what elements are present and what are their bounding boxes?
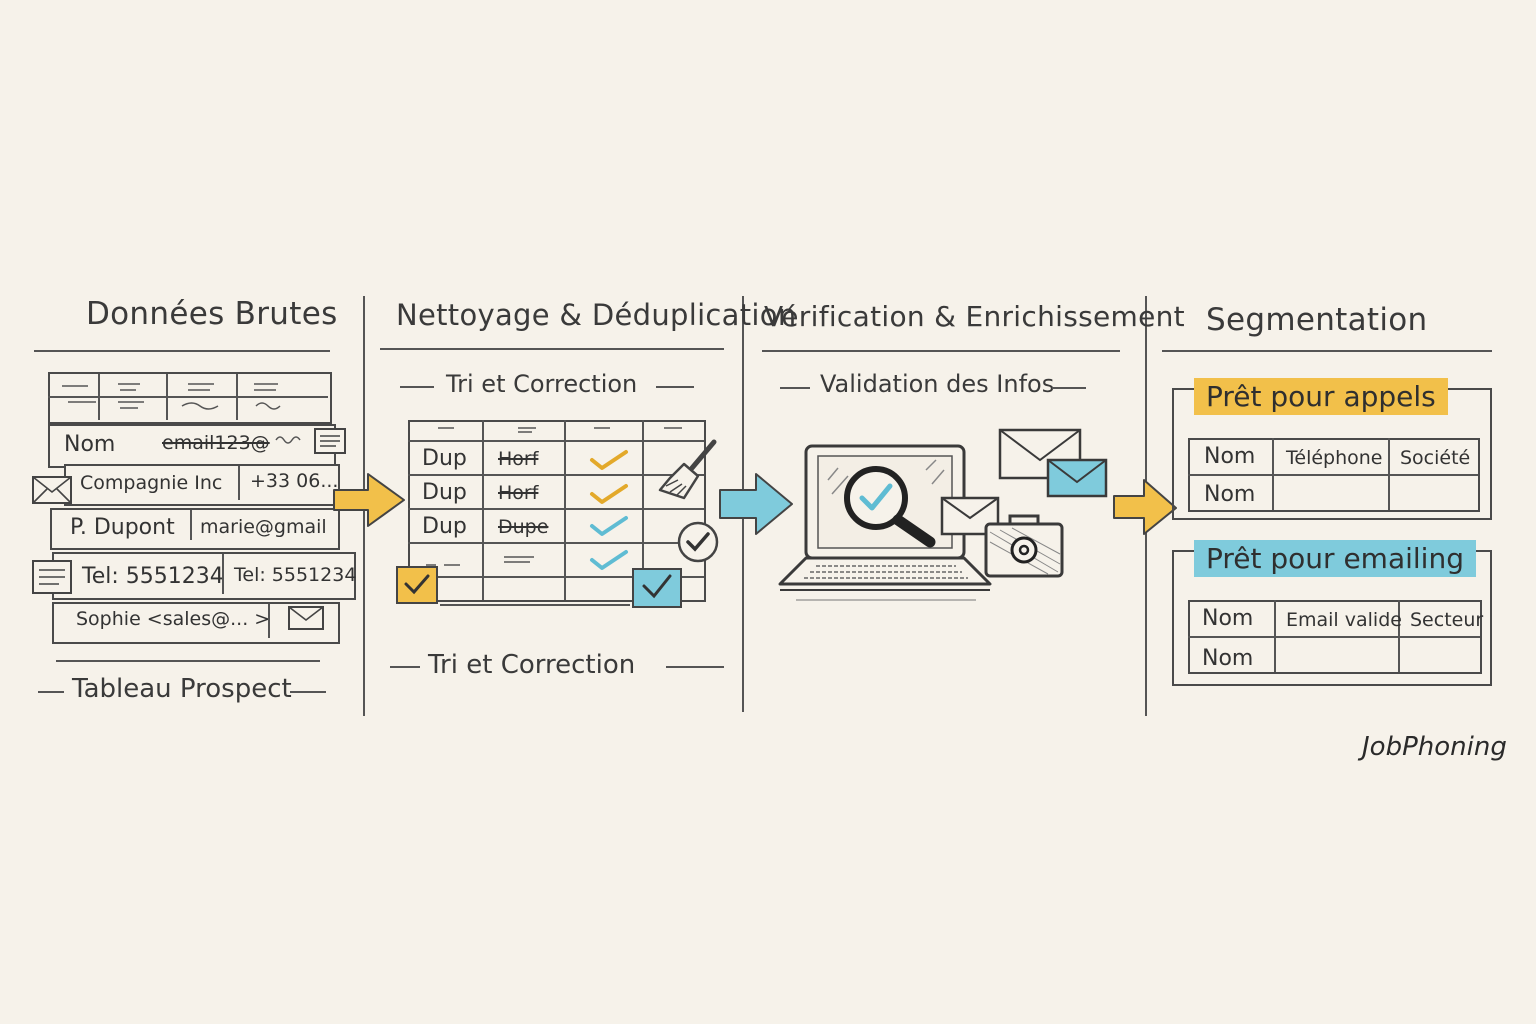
raw-data-caption: Tableau Prospect — [72, 674, 292, 704]
column-title-raw-data: Données Brutes — [86, 296, 338, 332]
raw-row3-email: marie@gmail — [200, 516, 327, 538]
grid-line — [1188, 474, 1478, 476]
label-dash-left — [390, 666, 420, 668]
scribble-mark — [275, 436, 301, 444]
note-icon — [314, 428, 346, 454]
segment-emailing-tag: Prêt pour emailing — [1194, 540, 1476, 577]
broom-icon — [658, 439, 717, 500]
briefcase-at-icon — [984, 514, 1064, 578]
grid-line — [408, 576, 704, 578]
label-dash-right — [666, 666, 724, 668]
grid-line — [190, 510, 192, 540]
segment-emailing-cell: Nom — [1202, 646, 1254, 671]
scribble-header-marks — [438, 427, 682, 433]
label-dash-right — [1052, 387, 1086, 389]
title-underline — [762, 350, 1120, 352]
note-icon — [32, 560, 72, 594]
grid-line — [1274, 600, 1276, 672]
grid-line — [642, 420, 644, 600]
brand-logo: JobPhoning — [1362, 732, 1507, 762]
envelope-icon — [32, 476, 72, 504]
envelope-blue-icon — [1046, 458, 1108, 498]
grid-line — [56, 660, 320, 662]
raw-row — [50, 508, 340, 550]
column-title-verification: Vérification & Enrichissement — [764, 300, 1185, 333]
grid-line — [1272, 438, 1274, 510]
check-blue-icon — [590, 516, 628, 536]
grid-line — [1388, 438, 1390, 510]
checkbox-yellow-icon — [396, 566, 438, 604]
arrow-right-yellow-icon — [333, 473, 405, 527]
cleaning-label-top: Tri et Correction — [446, 370, 638, 398]
raw-row4-tel2: Tel: 5551234 — [234, 564, 357, 586]
title-underline — [1162, 350, 1492, 352]
grid-line — [408, 508, 704, 510]
column-title-segmentation: Segmentation — [1206, 302, 1428, 338]
scribble-header-marks — [62, 383, 281, 410]
cleaning-row-struck: Horf — [498, 482, 539, 504]
raw-row2-phone: +33 06... — [250, 470, 339, 492]
magnifier-check-icon — [844, 466, 936, 548]
caption-dash-right — [290, 691, 326, 693]
scribble-mark — [426, 564, 460, 566]
grid-line — [48, 396, 328, 398]
raw-row — [52, 552, 356, 600]
envelope-icon — [288, 606, 324, 630]
grid-line — [238, 466, 240, 500]
title-underline — [380, 348, 724, 350]
label-dash-left — [400, 386, 434, 388]
label-dash-left — [780, 387, 810, 389]
segment-calls-tag: Prêt pour appels — [1194, 378, 1448, 415]
scribble-mark — [504, 556, 534, 563]
label-dash-right — [656, 386, 694, 388]
check-yellow-icon — [590, 450, 628, 470]
raw-row3-name: P. Dupont — [70, 515, 175, 540]
grid-line — [440, 604, 630, 606]
raw-row4-tel1: Tel: 5551234 — [82, 564, 224, 589]
cleaning-row-dup: Dup — [422, 514, 467, 539]
cleaning-table-frame — [408, 420, 706, 602]
arrow-right-yellow-icon — [1113, 479, 1177, 535]
arrow-right-blue-icon — [719, 473, 793, 535]
checkbox-blue-icon — [632, 568, 682, 608]
segment-calls-header: Société — [1400, 447, 1471, 469]
cleaning-row-dup: Dup — [422, 480, 467, 505]
segment-emailing-header: Nom — [1202, 606, 1254, 631]
segment-emailing-header: Secteur — [1410, 609, 1484, 631]
verification-label: Validation des Infos — [820, 370, 1055, 398]
column-title-cleaning: Nettoyage & Déduplication — [396, 298, 797, 332]
caption-dash-left — [38, 691, 64, 693]
raw-row5-contact: Sophie <sales@... > — [76, 608, 271, 630]
grid-line — [564, 420, 566, 600]
grid-line — [408, 440, 704, 442]
raw-row — [64, 464, 340, 506]
cleaning-row-struck: Horf — [498, 448, 539, 470]
title-underline — [34, 350, 330, 352]
check-circle-icon — [677, 521, 719, 563]
segment-calls-header: Nom — [1204, 444, 1256, 469]
grid-line — [1188, 636, 1480, 638]
raw-table-header — [48, 372, 332, 424]
cleaning-label-bottom: Tri et Correction — [428, 650, 636, 680]
raw-row2-company: Compagnie Inc — [80, 472, 223, 494]
grid-line — [408, 474, 704, 476]
cleaning-row-dup: Dup — [422, 446, 467, 471]
grid-line — [482, 420, 484, 600]
segment-calls-header: Téléphone — [1286, 447, 1383, 469]
grid-line — [268, 604, 270, 638]
segment-calls-cell: Nom — [1204, 482, 1256, 507]
cleaning-row-struck: Dupe — [498, 516, 549, 538]
grid-line — [408, 542, 704, 544]
grid-line — [1398, 600, 1400, 672]
grid-line — [222, 554, 224, 594]
check-blue-icon — [590, 550, 628, 570]
raw-row1-name: Nom — [64, 432, 116, 457]
segment-emailing-header: Email valide — [1286, 609, 1402, 631]
raw-row1-email: email123@ — [162, 432, 270, 454]
check-yellow-icon — [590, 484, 628, 504]
